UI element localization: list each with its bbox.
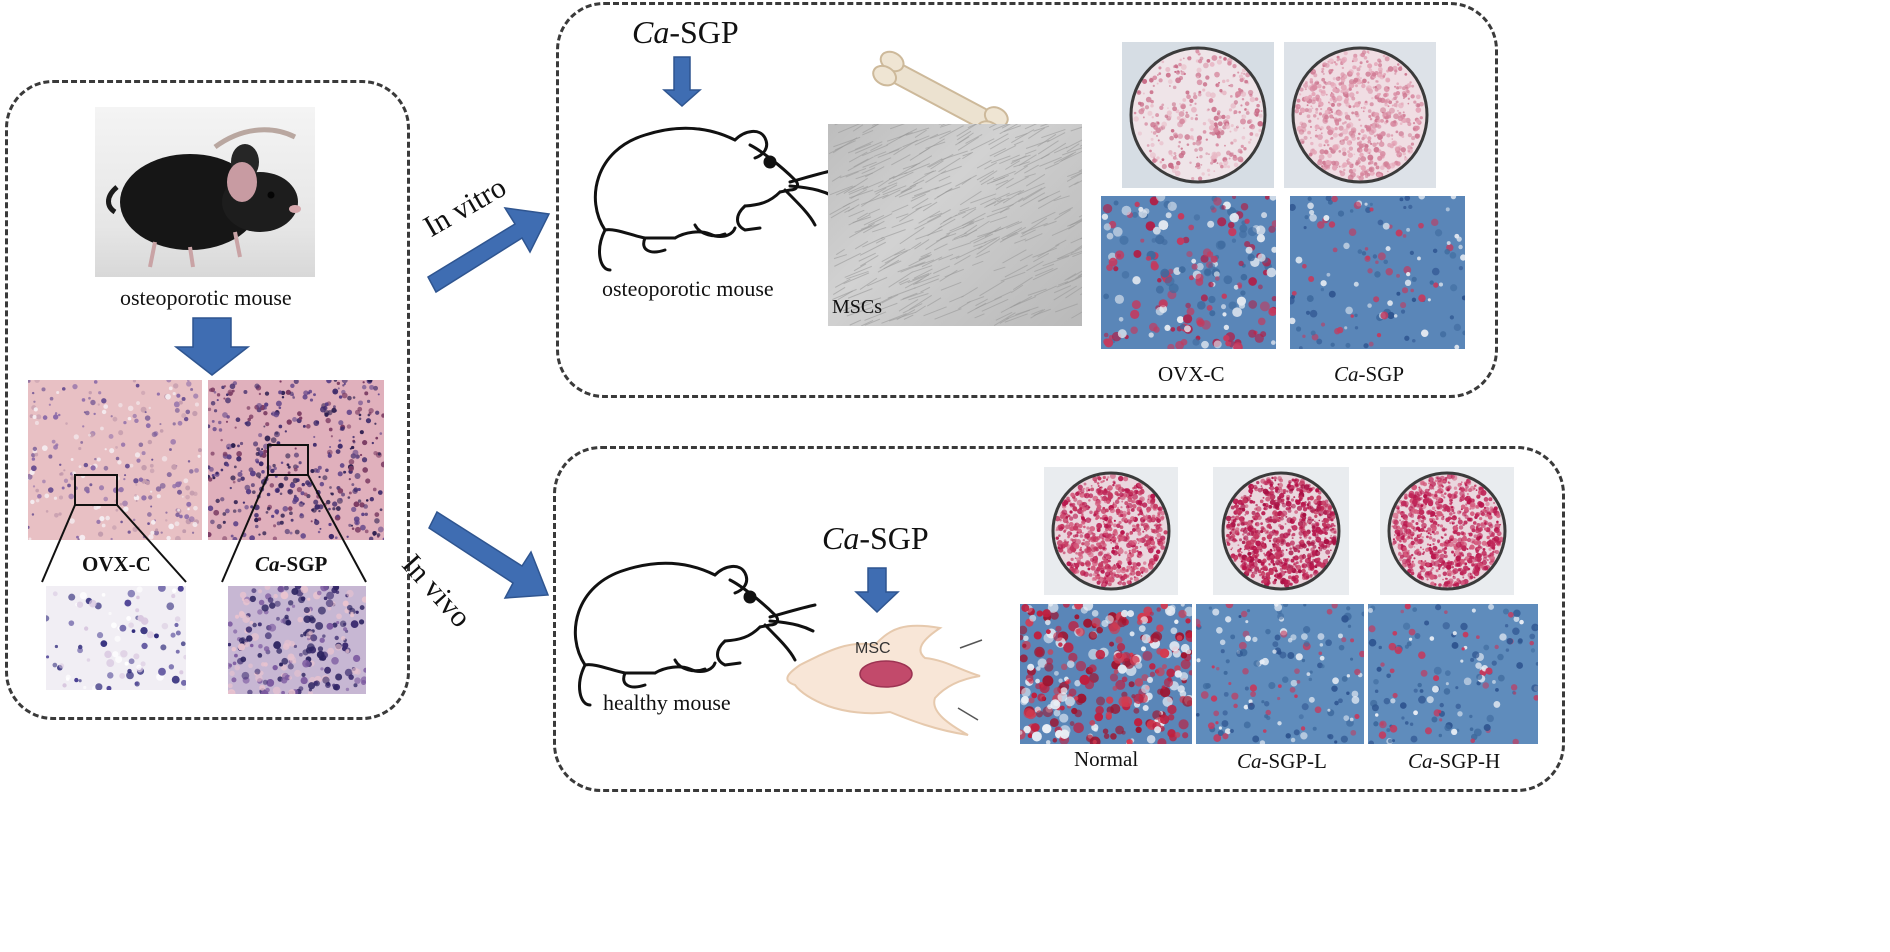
top-dish-ca-sgp (1284, 42, 1436, 188)
histology-label-ovx-c: OVX-C (82, 552, 151, 576)
bottom-treatment-label: Ca-SGP (822, 520, 929, 556)
bottom-dish-ca-sgp-h (1380, 467, 1514, 595)
histology-ca-sgp (208, 380, 384, 540)
osteoporotic-mouse-photo (95, 107, 315, 277)
left-mouse-caption: osteoporotic mouse (120, 285, 292, 310)
histology-zoom-ovx-c (46, 586, 186, 690)
in-vitro-panel (556, 2, 1498, 398)
bottom-micro-ca-sgp-h (1368, 604, 1538, 744)
bottom-dish-normal (1044, 467, 1178, 595)
bottom-result-label-normal: Normal (1074, 747, 1139, 771)
top-result-label-ca-sgp: Ca-SGP (1334, 362, 1405, 386)
top-mouse-caption: osteoporotic mouse (602, 276, 774, 301)
histology-ovx-c (28, 380, 202, 540)
bottom-dish-ca-sgp-l (1213, 467, 1349, 595)
bottom-mouse-caption: healthy mouse (603, 690, 731, 715)
top-dish-ovx-c (1122, 42, 1274, 188)
top-micro-ca-sgp (1290, 196, 1465, 349)
msc-cell-label: MSC (855, 640, 891, 657)
left-panel (5, 80, 410, 720)
top-micro-ovx-c (1101, 196, 1276, 349)
bottom-micro-normal (1020, 604, 1192, 744)
top-result-label-ovx-c: OVX-C (1158, 362, 1225, 386)
in-vivo-panel (553, 446, 1565, 792)
bottom-result-label-ca-sgp-h: Ca-SGP-H (1408, 749, 1501, 773)
in-vitro-label: In vitro (418, 170, 512, 244)
mscs-culture-image: MSCs (828, 124, 1082, 326)
histology-zoom-ca-sgp (228, 586, 366, 694)
bottom-result-label-ca-sgp-l: Ca-SGP-L (1237, 749, 1327, 773)
histology-label-ca-sgp: Ca-SGP (255, 552, 328, 576)
top-treatment-label: Ca-SGP (632, 14, 739, 50)
mscs-label: MSCs (832, 296, 883, 318)
bottom-micro-ca-sgp-l (1196, 604, 1364, 744)
